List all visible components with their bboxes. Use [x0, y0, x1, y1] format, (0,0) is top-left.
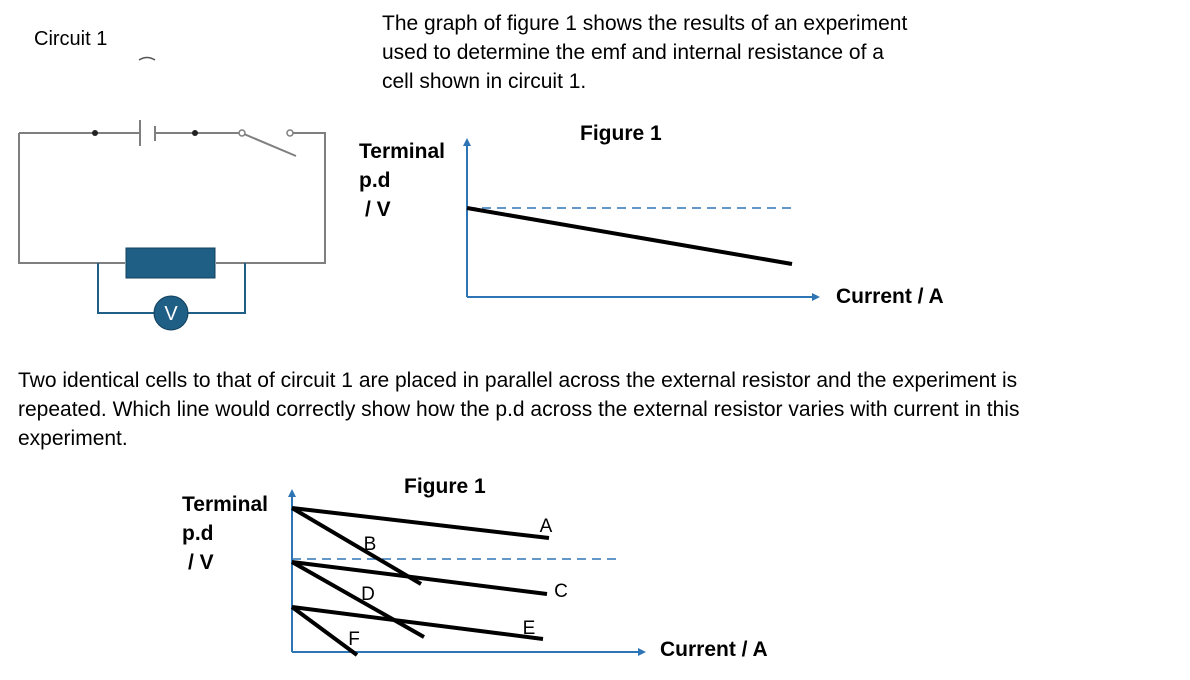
circuit-diagram: V	[18, 56, 326, 331]
voltmeter	[153, 295, 189, 331]
voltmeter-wire-right	[188, 263, 246, 314]
graph2-y-label-line-1: Terminal	[182, 493, 268, 516]
intro-line-1: The graph of figure 1 shows the results …	[382, 12, 908, 35]
graph2-label-b: B	[364, 534, 377, 555]
switch-lever	[243, 133, 297, 157]
graph2: A B C D E F	[288, 489, 646, 657]
graph2-line-e	[291, 605, 544, 641]
graph2-line-b	[290, 506, 423, 586]
graph2-line-a	[291, 506, 550, 540]
graph2-line-f	[290, 605, 359, 657]
wire-top-right	[216, 132, 326, 264]
voltmeter-symbol: V	[164, 303, 178, 325]
graph2-label-e: E	[523, 618, 536, 639]
question-line-3: experiment.	[18, 427, 128, 450]
graph2-y-label-line-2: p.d	[182, 522, 214, 545]
question-paragraph: Two identical cells to that of circuit 1…	[18, 366, 1178, 453]
graph2-title: Figure 1	[404, 475, 486, 498]
graph1-y-label: Terminal p.d / V	[359, 137, 445, 224]
intro-line-3: cell shown in circuit 1.	[382, 70, 587, 93]
graph2-x-label: Current / A	[660, 638, 768, 661]
intro-line-2: used to determine the emf and internal r…	[382, 41, 884, 64]
switch-contact-right	[286, 129, 294, 137]
graph1	[463, 138, 820, 301]
graph2-y-label: Terminal p.d / V	[182, 490, 268, 577]
external-resistor	[125, 247, 216, 279]
voltmeter-wire-left	[97, 263, 154, 314]
graph1-y-label-line-3: / V	[365, 198, 391, 221]
graph2-label-f: F	[348, 629, 360, 650]
wire-left	[18, 133, 125, 264]
graph2-y-label-line-3: / V	[188, 551, 214, 574]
graph1-title: Figure 1	[580, 122, 662, 145]
switch-contact-left	[238, 129, 246, 137]
graph2-line-c	[291, 560, 548, 596]
circuit-label: Circuit 1	[34, 28, 108, 50]
circuit-wires	[18, 132, 326, 264]
question-line-2: repeated. Which line would correctly sho…	[18, 398, 1020, 421]
question-line-1: Two identical cells to that of circuit 1…	[18, 369, 1018, 392]
graph1-data-line	[466, 206, 793, 266]
graph2-label-c: C	[554, 581, 568, 602]
graph2-label-a: A	[540, 516, 553, 537]
graph2-line-d	[291, 560, 425, 639]
circuit-arc-mark	[138, 56, 156, 61]
graph2-label-d: D	[361, 584, 375, 605]
graph1-y-label-line-2: p.d	[359, 169, 391, 192]
intro-paragraph: The graph of figure 1 shows the results …	[382, 9, 907, 96]
graph1-y-label-line-1: Terminal	[359, 140, 445, 163]
junction-dot-right	[192, 130, 198, 136]
graph1-x-label: Current / A	[836, 285, 944, 308]
junction-dot-left	[92, 130, 98, 136]
